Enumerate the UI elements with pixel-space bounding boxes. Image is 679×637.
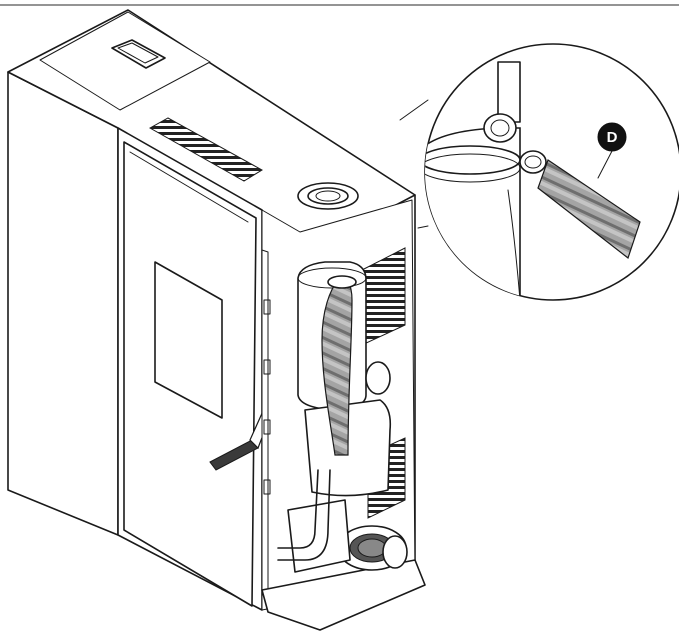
callout-d-pointer: [597, 150, 613, 179]
detail-zoom: D: [399, 43, 679, 301]
zoom-leader-2: [399, 99, 429, 121]
hinge-slot-1: [263, 299, 271, 315]
zoom-upper-pipe: [497, 61, 521, 123]
internal-components: [277, 261, 408, 573]
zoom-wire: [507, 189, 521, 300]
stove-body: [7, 9, 426, 631]
pipe-elbow: [277, 469, 319, 549]
flue-outlet: [297, 182, 359, 210]
callout-d-label: D: [607, 129, 618, 146]
top-vent-grille: [148, 117, 263, 182]
door-glass: [154, 261, 223, 419]
upper-tank-rim: [297, 267, 367, 289]
hopper-lid-inner: [117, 42, 159, 64]
pipe-elbow-outer: [277, 469, 331, 561]
exhaust-fan: [337, 525, 408, 571]
inspection-port: [365, 361, 391, 395]
zoom-leader-1: [417, 225, 429, 229]
hinge-slot-3: [263, 419, 271, 435]
zoom-hose: [537, 159, 641, 259]
callout-d: D: [597, 122, 627, 179]
door-top-edge: [129, 151, 249, 223]
hose-clamp-inner: [524, 155, 542, 169]
hose-upper-connector: [327, 275, 357, 289]
zoom-tank-band-2: [425, 153, 521, 183]
hopper-lid: [111, 39, 166, 69]
pump-box: [287, 499, 351, 573]
hinge-slot-2: [263, 359, 271, 375]
hose-clamp: [519, 150, 547, 174]
stove-top-block: [39, 11, 211, 111]
hinge-slot-4: [263, 479, 271, 495]
hinge-rail: [261, 249, 269, 591]
zoom-nozzle-inner: [490, 119, 510, 137]
stove-left-panel: [7, 71, 119, 536]
zoom-nozzle-ring: [483, 113, 517, 143]
